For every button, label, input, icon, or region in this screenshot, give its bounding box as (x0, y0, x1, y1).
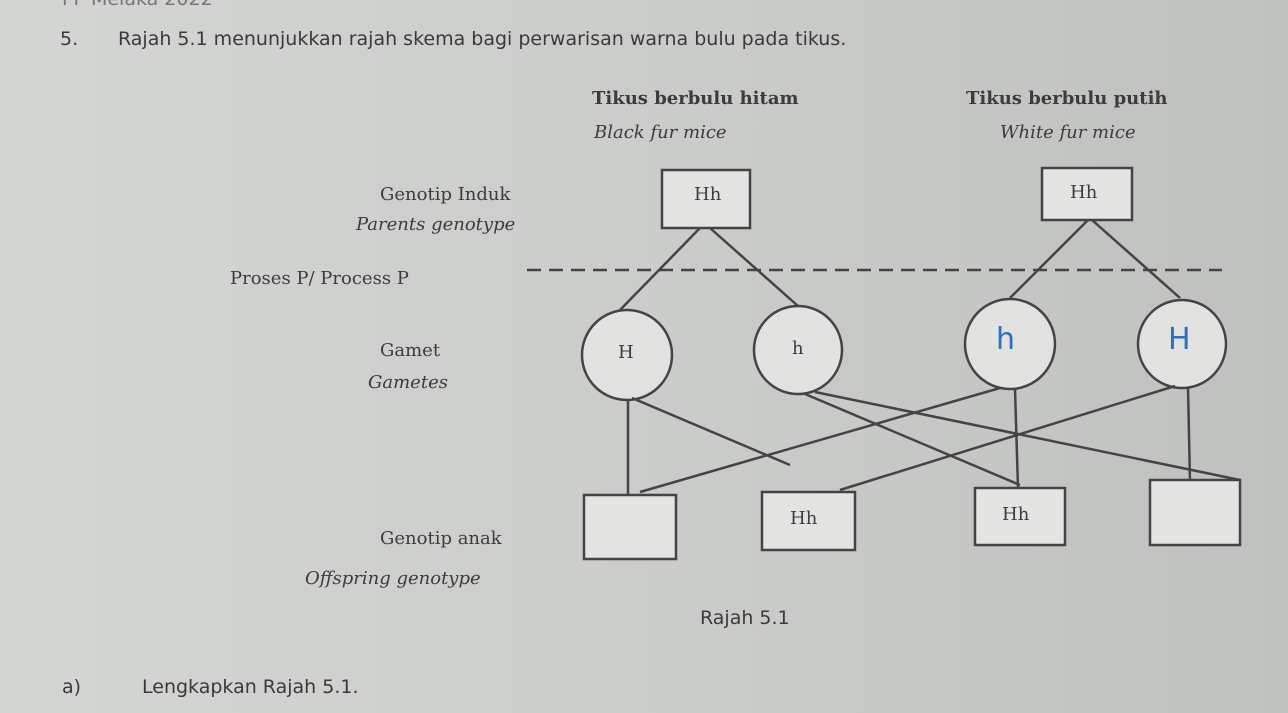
label-gametes-en: Gametes (368, 372, 448, 393)
label-gametes-ms: Gamet (380, 340, 441, 361)
parent-right-title-ms: Tikus berbulu putih (966, 88, 1168, 109)
label-offspring-ms: Genotip anak (380, 528, 502, 549)
offspring-3: Hh (1002, 504, 1030, 525)
label-offspring-en: Offspring genotype (305, 568, 481, 589)
offspring-box-4 (1148, 478, 1242, 547)
gamete-1: H (618, 342, 634, 363)
subquestion-text: Lengkapkan Rajah 5.1. (142, 676, 359, 698)
parent-left-genotype: Hh (694, 184, 722, 205)
question-number: 5. (60, 28, 79, 50)
parent-right-title-en: White fur mice (1000, 122, 1136, 143)
offspring-2: Hh (790, 508, 818, 529)
gamete-4-handwritten: H (1168, 322, 1191, 357)
label-parents-en: Parents genotype (356, 214, 516, 235)
offspring-box-2 (760, 490, 857, 552)
subquestion-label: a) (62, 676, 82, 698)
parent-right-genotype: Hh (1070, 182, 1098, 203)
parent-left-box (660, 168, 752, 230)
label-parents-ms: Genotip Induk (380, 184, 511, 205)
gamete-circle-4 (1136, 298, 1228, 390)
parent-left-title-en: Black fur mice (594, 122, 727, 143)
offspring-box-3 (973, 486, 1067, 547)
source-label: PP Melaka 2022 (62, 0, 213, 10)
question-text: Rajah 5.1 menunjukkan rajah skema bagi p… (118, 28, 847, 50)
gamete-circle-3 (963, 297, 1057, 391)
parent-left-title-ms: Tikus berbulu hitam (592, 88, 799, 109)
figure-caption: Rajah 5.1 (700, 607, 790, 629)
offspring-box-1 (582, 493, 678, 561)
gamete-3-handwritten: h (996, 322, 1016, 357)
label-process: Proses P/ Process P (230, 268, 409, 289)
gamete-2: h (792, 338, 804, 359)
gamete-circle-2 (752, 304, 844, 396)
